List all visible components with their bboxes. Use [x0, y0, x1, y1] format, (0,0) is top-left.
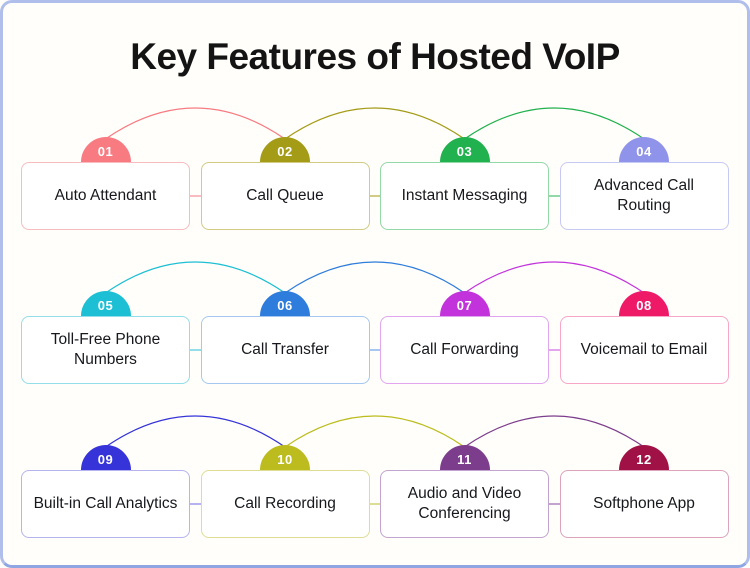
feature-number-badge: 10: [260, 445, 310, 470]
feature-label: Softphone App: [593, 494, 695, 512]
feature-number-badge: 11: [439, 445, 490, 470]
card-connector: [369, 503, 380, 505]
feature-card: Advanced Call Routing: [559, 162, 729, 230]
feature-number: 04: [636, 144, 652, 159]
feature-label: Advanced Call Routing: [594, 176, 694, 214]
feature-number-badge: 01: [80, 137, 131, 162]
feature-item: 01 Auto Attendant: [21, 137, 190, 230]
arc-connector: [105, 415, 286, 448]
feature-label: Built-in Call Analytics: [33, 494, 178, 512]
feature-number: 11: [457, 452, 472, 467]
feature-item: 05 Toll-Free Phone Numbers: [21, 291, 190, 384]
feature-number: 08: [636, 298, 652, 313]
feature-card: Call Queue: [200, 162, 370, 230]
feature-item: 11 Audio and Video Conferencing: [380, 445, 549, 538]
card-connector: [369, 349, 380, 351]
feature-label: Audio and Video Conferencing: [407, 484, 522, 522]
card-connector: [549, 349, 560, 351]
feature-number-badge: 06: [260, 291, 310, 316]
feature-item: 07 Call Forwarding: [380, 291, 549, 384]
feature-item: 10 Call Recording: [200, 445, 370, 538]
feature-item: 03 Instant Messaging: [380, 137, 549, 230]
feature-number: 07: [456, 298, 473, 313]
feature-label: Call Recording: [234, 494, 336, 512]
feature-number-badge: 08: [619, 291, 669, 316]
card-connector: [190, 503, 201, 505]
feature-item: 09 Built-in Call Analytics: [21, 445, 190, 538]
page-title: Key Features of Hosted VoIP: [130, 36, 620, 77]
arc-connector: [284, 261, 465, 294]
feature-number: 09: [97, 452, 114, 467]
card-connector: [190, 195, 201, 197]
feature-card: Instant Messaging: [380, 162, 549, 230]
feature-label: Call Transfer: [241, 340, 329, 358]
feature-card: Call Transfer: [200, 316, 370, 384]
feature-card: Voicemail to Email: [559, 316, 729, 384]
arc-connector: [284, 415, 465, 448]
feature-number-badge: 02: [260, 137, 310, 162]
feature-number: 02: [277, 144, 293, 159]
feature-label: Toll-Free Phone Numbers: [50, 330, 161, 368]
feature-card: Audio and Video Conferencing: [380, 470, 549, 538]
arc-connector: [464, 415, 645, 448]
feature-label: Call Queue: [246, 186, 324, 204]
arc-connector: [105, 107, 286, 140]
feature-card: Softphone App: [559, 470, 729, 538]
feature-number: 05: [97, 298, 114, 313]
arc-connector: [464, 261, 645, 294]
feature-item: 02 Call Queue: [200, 137, 370, 230]
feature-card: Auto Attendant: [21, 162, 190, 230]
card-connector: [549, 195, 560, 197]
feature-number-badge: 04: [619, 137, 669, 162]
feature-item: 08 Voicemail to Email: [559, 291, 729, 384]
feature-number-badge: 09: [80, 445, 131, 470]
card-connector: [549, 503, 560, 505]
feature-number: 10: [277, 452, 293, 467]
card-connector: [369, 195, 380, 197]
feature-card: Toll-Free Phone Numbers: [21, 316, 190, 384]
feature-number: 01: [97, 144, 114, 159]
feature-label: Voicemail to Email: [580, 340, 708, 358]
arc-connector: [284, 107, 465, 140]
feature-number: 06: [277, 298, 293, 313]
card-connector: [190, 349, 201, 351]
feature-label: Call Forwarding: [410, 340, 519, 358]
feature-card: Call Recording: [200, 470, 370, 538]
feature-item: 06 Call Transfer: [200, 291, 370, 384]
feature-item: 12 Softphone App: [559, 445, 729, 538]
arc-connector: [464, 107, 645, 140]
feature-card: Call Forwarding: [380, 316, 549, 384]
arc-connector: [105, 261, 286, 294]
feature-number: 12: [636, 452, 652, 467]
feature-number-badge: 12: [619, 445, 669, 470]
feature-label: Instant Messaging: [401, 186, 528, 204]
feature-number-badge: 07: [439, 291, 490, 316]
feature-label: Auto Attendant: [54, 186, 157, 204]
feature-card: Built-in Call Analytics: [21, 470, 190, 538]
feature-number-badge: 03: [439, 137, 490, 162]
feature-item: 04 Advanced Call Routing: [559, 137, 729, 230]
feature-number-badge: 05: [80, 291, 131, 316]
feature-number: 03: [456, 144, 473, 159]
